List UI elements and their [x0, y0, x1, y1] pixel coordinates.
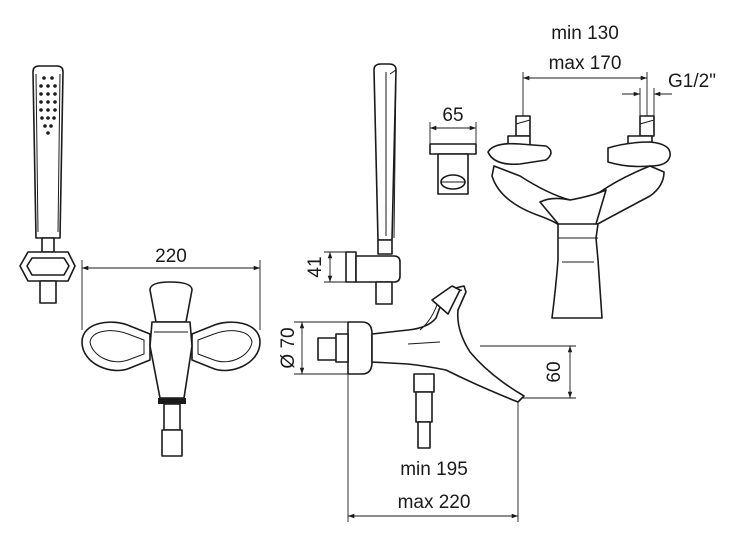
dim-shower-bracket: 41 [305, 251, 346, 283]
mixer-front-view [81, 281, 261, 457]
mixer-lever-side [431, 285, 461, 315]
dim-side-diameter-label: Ø 70 [278, 327, 299, 368]
dim-connection-thread-label: G1/2" [668, 71, 716, 92]
dim-bracket-width: 65 [429, 105, 477, 144]
dim-connection-thread: G1/2" [622, 71, 716, 116]
shower-spray-holes [39, 76, 57, 135]
dim-front-width-label: 220 [155, 246, 187, 267]
dim-projection-min-label: min 195 [400, 459, 468, 480]
dim-centres-max-label: max 170 [549, 53, 622, 74]
mixer-top-view [487, 115, 671, 319]
hand-shower-side [345, 63, 401, 305]
dim-centres: min 130 max 170 [522, 23, 648, 116]
dim-front-width: 220 [81, 246, 261, 330]
dim-projection: min 195 max 220 [347, 374, 519, 522]
dim-shower-bracket-label: 41 [305, 256, 326, 277]
mixer-side-view [317, 285, 525, 449]
shower-bracket-side [345, 251, 357, 283]
mixer-lever-front [149, 281, 193, 323]
dim-bracket-width-label: 65 [442, 105, 463, 126]
dim-spout-height: 60 [480, 345, 576, 399]
dim-spout-height-label: 60 [544, 361, 565, 382]
dim-side-diameter: Ø 70 [278, 321, 348, 375]
hand-shower-front [19, 65, 76, 304]
dim-centres-min-label: min 130 [551, 23, 619, 44]
wall-bracket-detail [429, 143, 477, 195]
dim-projection-max-label: max 220 [398, 492, 471, 513]
